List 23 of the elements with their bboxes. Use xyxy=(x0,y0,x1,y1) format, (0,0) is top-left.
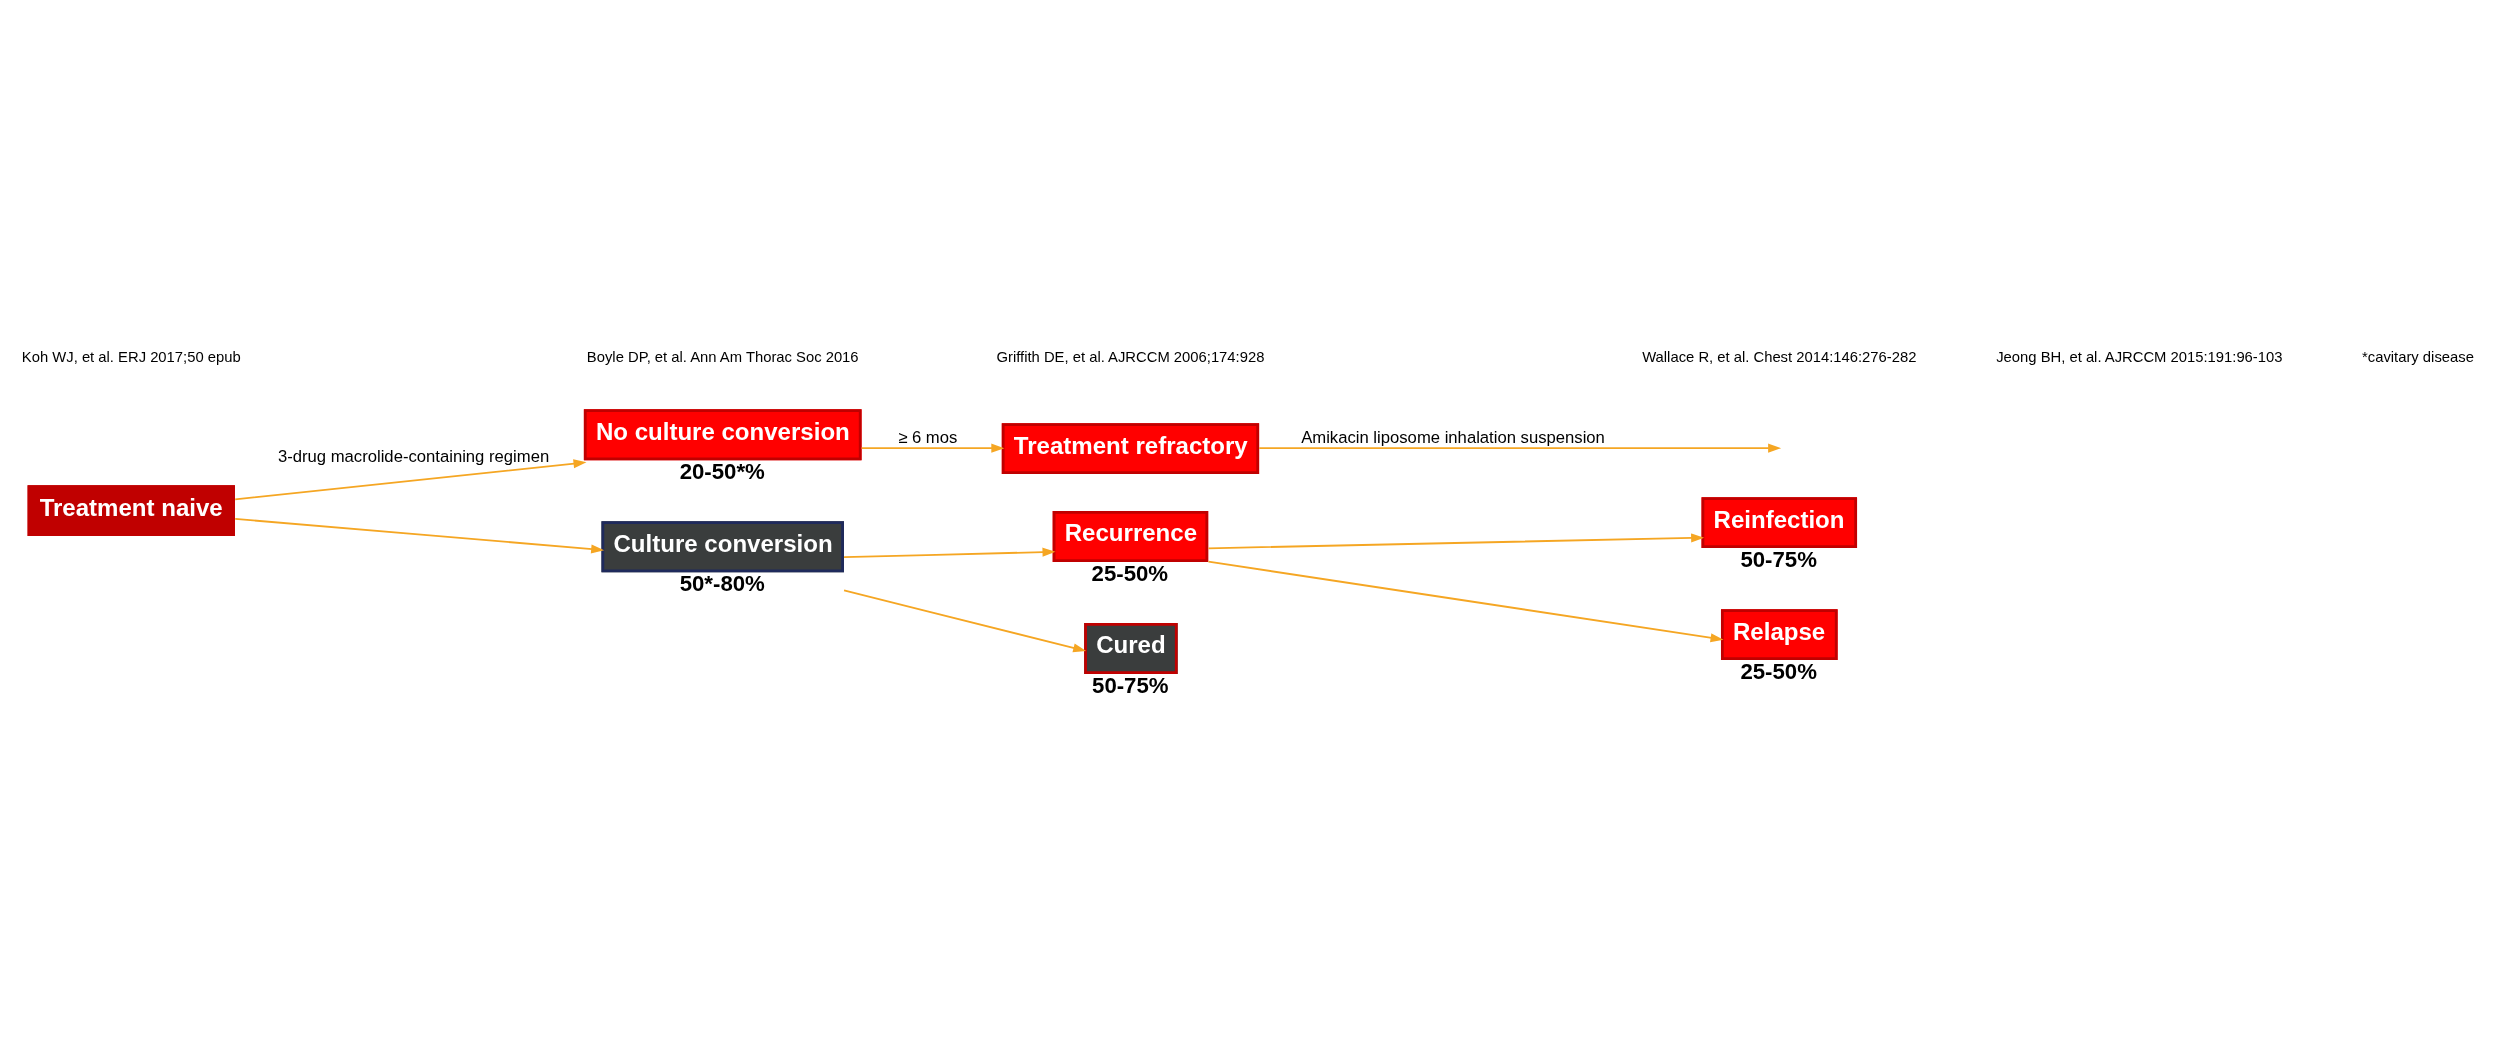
node-label: 25-50% xyxy=(1740,658,1817,684)
label: Koh WJ, et al. ERJ 2017;50 epub xyxy=(21,348,241,365)
edge-label: Amikacin liposome inhalation suspension xyxy=(1301,427,1605,447)
node-label: 25-50% xyxy=(1091,560,1169,586)
label: Boyle DP, et al. Ann Am Thorac Soc 2016 xyxy=(586,348,859,365)
edge-label: 3-drug macrolide-containing regimen xyxy=(277,446,550,466)
arrow xyxy=(860,443,1005,453)
node-label: 50*-80% xyxy=(679,570,765,596)
node-label: 20-50*% xyxy=(679,458,765,484)
label: Wallace R, et al. Chest 2014:146:276-282 xyxy=(1642,348,1917,365)
label: Jeong BH, et al. AJRCCM 2015:191:96-103 xyxy=(1996,348,2283,365)
node-label: 50-75% xyxy=(1092,672,1169,698)
label: Griffith DE, et al. AJRCCM 2006;174:928 xyxy=(996,348,1265,365)
edge-label: ≥ 6 mos xyxy=(898,427,958,447)
arrow xyxy=(234,458,587,500)
arrow xyxy=(1207,560,1724,642)
arrow xyxy=(234,517,605,554)
arrow xyxy=(1207,532,1705,549)
arrow xyxy=(1258,443,1782,453)
node-label: 50-75% xyxy=(1740,546,1817,572)
arrow xyxy=(843,588,1087,652)
label: *cavitary disease xyxy=(2362,348,2474,365)
arrow xyxy=(843,547,1056,558)
